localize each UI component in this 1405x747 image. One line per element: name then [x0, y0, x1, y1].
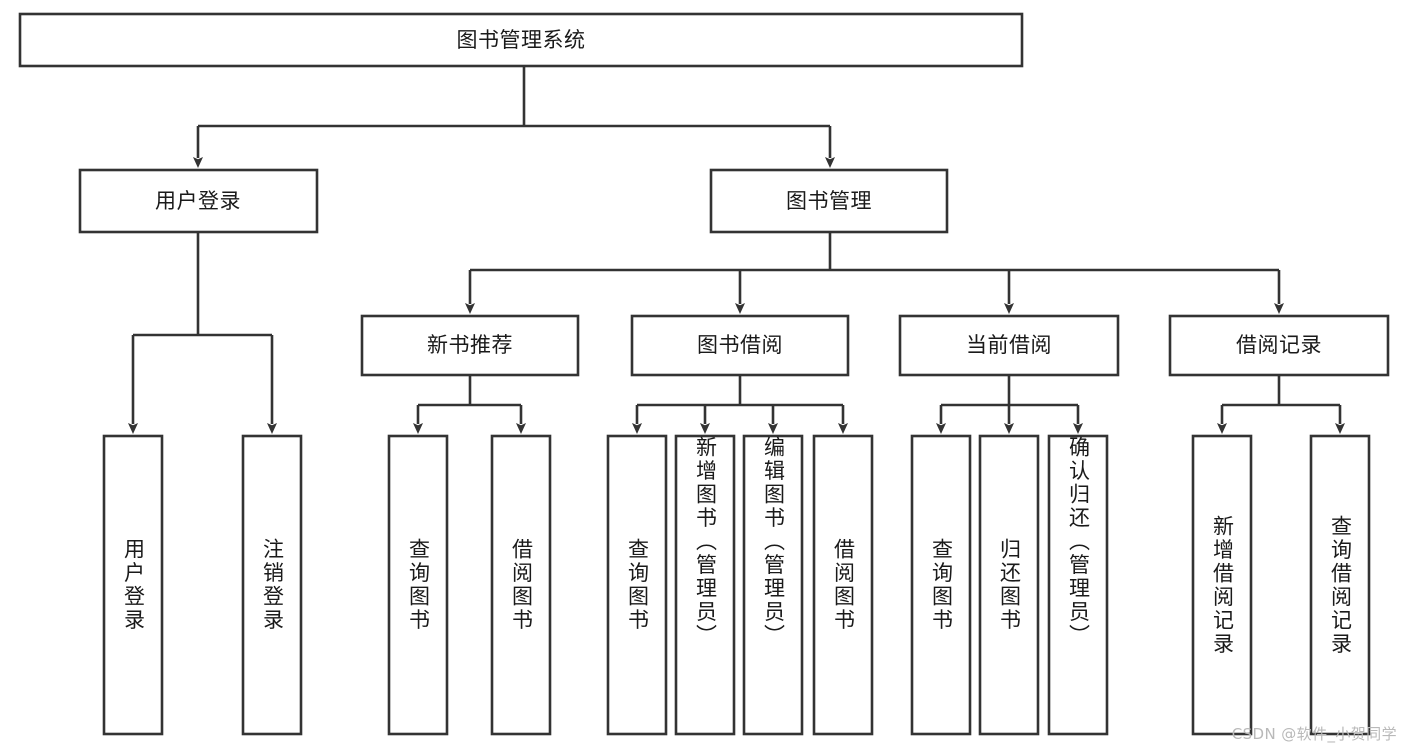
leaf-boxes-new-book-recommend [387, 434, 552, 736]
connector-book-borrow-to-leaves [632, 375, 848, 434]
connector-current-borrow-to-leaves [936, 375, 1083, 434]
node-root[interactable]: 图书管理系统 [18, 12, 1024, 68]
leaf-box-query-book-2[interactable] [606, 434, 668, 736]
leaf-boxes-current-borrow [910, 434, 1109, 736]
node-borrow-record[interactable]: 借阅记录 [1168, 314, 1390, 377]
node-book-borrow-label: 图书借阅 [697, 333, 783, 357]
connector-book-mgmt-to-level3 [465, 232, 1284, 314]
leaf-box-add-borrow-record[interactable] [1191, 434, 1253, 736]
leaf-boxes-book-borrow [606, 434, 874, 736]
leaf-box-query-book-3[interactable] [910, 434, 972, 736]
leaf-box-add-book-admin[interactable] [674, 434, 736, 736]
csdn-watermark: CSDN @软件_小贺同学 [1231, 725, 1397, 743]
connector-user-login-to-leaves [128, 232, 277, 434]
node-book-management[interactable]: 图书管理 [709, 168, 949, 234]
node-book-borrow[interactable]: 图书借阅 [630, 314, 850, 377]
node-user-login[interactable]: 用户登录 [78, 168, 319, 234]
connector-borrow-record-to-leaves [1217, 375, 1345, 434]
node-borrow-record-label: 借阅记录 [1236, 333, 1322, 357]
leaf-box-query-book-1[interactable] [387, 434, 449, 736]
leaf-box-query-borrow-record[interactable] [1309, 434, 1371, 736]
node-new-book-recommend[interactable]: 新书推荐 [360, 314, 580, 377]
connector-new-book-to-leaves [413, 375, 526, 434]
connector-root-to-level2 [193, 66, 835, 168]
leaf-box-logout[interactable] [241, 434, 303, 736]
node-current-borrow-label: 当前借阅 [966, 333, 1052, 357]
leaf-boxes-user-login [102, 434, 303, 736]
node-book-management-label: 图书管理 [786, 189, 872, 213]
leaf-box-edit-book-admin[interactable] [742, 434, 804, 736]
leaf-box-borrow-book-2[interactable] [812, 434, 874, 736]
node-current-borrow[interactable]: 当前借阅 [898, 314, 1120, 377]
leaf-boxes-borrow-record [1191, 434, 1371, 736]
leaf-box-borrow-book-1[interactable] [490, 434, 552, 736]
node-new-book-recommend-label: 新书推荐 [427, 333, 513, 357]
node-root-label: 图书管理系统 [457, 28, 586, 52]
leaf-box-return-book[interactable] [978, 434, 1040, 736]
node-user-login-label: 用户登录 [155, 189, 241, 213]
leaf-box-confirm-return-admin[interactable] [1047, 434, 1109, 736]
leaf-box-user-login[interactable] [102, 434, 164, 736]
